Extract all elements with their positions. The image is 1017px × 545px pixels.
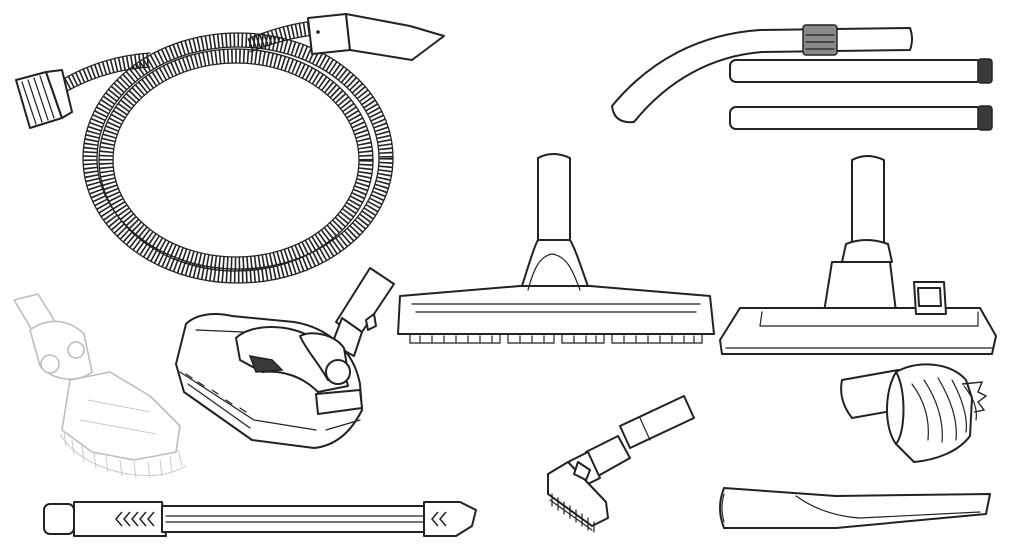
crevice-nozzle-icon (719, 487, 991, 529)
upholstery-icon (13, 293, 187, 479)
floor-brush-icon (397, 153, 715, 344)
mini-brush-icon (547, 395, 695, 533)
tube-icon (729, 105, 993, 131)
wand-icon (611, 24, 913, 124)
crevice-tool-icon (43, 501, 477, 537)
hose-icon (15, 13, 445, 284)
turbo-brush-icon (175, 267, 395, 449)
dusting-brush-icon (840, 363, 988, 463)
floor-tool-icon (719, 155, 997, 355)
tube-icon (729, 58, 993, 84)
